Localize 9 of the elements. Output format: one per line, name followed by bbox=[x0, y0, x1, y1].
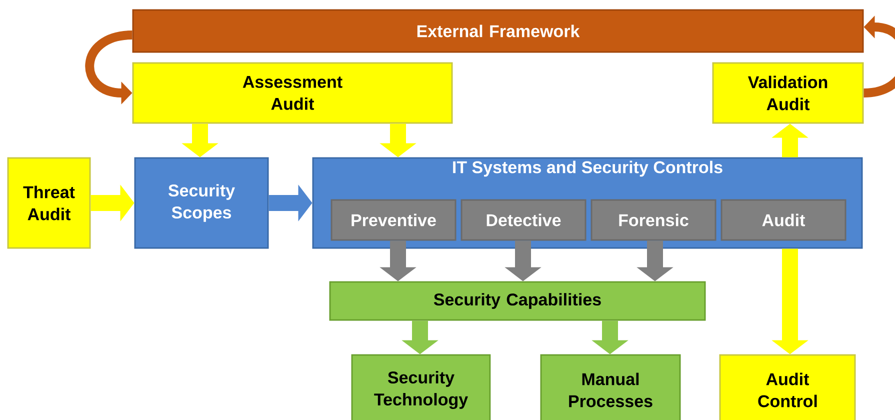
category-box: Forensic bbox=[590, 199, 716, 241]
process-box: Threat Audit bbox=[7, 157, 91, 249]
banner-box: External Framework bbox=[132, 9, 864, 53]
category-box: Audit bbox=[720, 199, 846, 241]
process-box: Security Scopes bbox=[134, 157, 269, 249]
process-box: Security Capabilities bbox=[329, 281, 706, 321]
category-box: Preventive bbox=[330, 199, 456, 241]
category-box: Detective bbox=[460, 199, 586, 241]
process-box: Assessment Audit bbox=[132, 62, 453, 124]
